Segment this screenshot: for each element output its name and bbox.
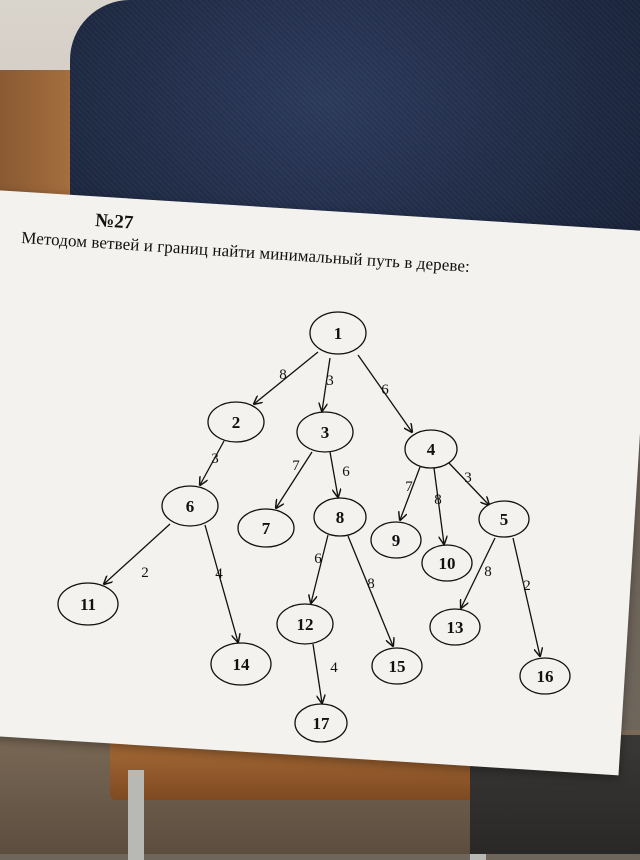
edge-weight-8-15: 8 bbox=[367, 576, 375, 592]
edge-4-9 bbox=[400, 466, 421, 520]
chair-leg bbox=[128, 770, 144, 860]
edge-4-5 bbox=[447, 461, 489, 505]
node-label: 4 bbox=[427, 440, 436, 459]
tree-node-5: 5 bbox=[478, 500, 530, 538]
edge-weight-3-8: 6 bbox=[342, 464, 350, 480]
edge-6-14 bbox=[204, 524, 238, 642]
tree-node-1: 1 bbox=[309, 311, 367, 355]
node-circle bbox=[296, 411, 354, 453]
node-circle bbox=[207, 401, 265, 443]
tree-node-10: 10 bbox=[421, 544, 473, 582]
edge-3-7 bbox=[276, 451, 313, 508]
node-circle bbox=[161, 485, 219, 527]
tree-node-4: 4 bbox=[404, 429, 458, 469]
node-circle bbox=[478, 500, 530, 538]
edge-weight-8-12: 6 bbox=[314, 551, 322, 567]
edge-weight-12-17: 4 bbox=[330, 660, 338, 676]
tree-node-16: 16 bbox=[519, 657, 571, 695]
node-label: 7 bbox=[262, 519, 271, 538]
edge-1-3 bbox=[322, 357, 331, 411]
node-label: 9 bbox=[392, 531, 401, 550]
edge-weight-4-5: 3 bbox=[464, 470, 472, 486]
node-circle bbox=[429, 608, 481, 646]
tree-node-14: 14 bbox=[210, 642, 272, 686]
edge-5-16 bbox=[512, 537, 540, 656]
node-circle bbox=[210, 642, 272, 686]
edge-1-4 bbox=[357, 354, 412, 432]
node-circle bbox=[57, 582, 119, 626]
edge-8-15 bbox=[347, 535, 393, 646]
tree-node-15: 15 bbox=[371, 647, 423, 685]
edge-weight-1-4: 6 bbox=[381, 382, 389, 398]
tree-node-13: 13 bbox=[429, 608, 481, 646]
node-circle bbox=[294, 703, 348, 743]
tree-node-8: 8 bbox=[313, 497, 367, 537]
edge-5-13 bbox=[461, 537, 496, 608]
node-circle bbox=[237, 508, 295, 548]
node-circle bbox=[519, 657, 571, 695]
tree-node-6: 6 bbox=[161, 485, 219, 527]
edge-8-12 bbox=[311, 534, 329, 603]
edge-weight-1-2: 8 bbox=[279, 367, 287, 383]
tree-node-9: 9 bbox=[370, 521, 422, 559]
node-label: 1 bbox=[334, 324, 343, 343]
node-circle bbox=[309, 311, 367, 355]
edge-weight-6-11: 2 bbox=[141, 565, 149, 581]
edge-weight-5-13: 8 bbox=[484, 564, 492, 580]
node-circle bbox=[313, 497, 367, 537]
tree-node-3: 3 bbox=[296, 411, 354, 453]
node-label: 12 bbox=[297, 615, 314, 634]
edge-weight-2-6: 3 bbox=[211, 451, 219, 467]
edge-1-2 bbox=[254, 351, 319, 404]
node-label: 15 bbox=[389, 657, 406, 676]
node-circle bbox=[370, 521, 422, 559]
edge-3-8 bbox=[329, 451, 338, 497]
node-label: 3 bbox=[321, 423, 330, 442]
edge-4-10 bbox=[433, 467, 444, 544]
edge-6-11 bbox=[104, 523, 171, 584]
node-circle bbox=[421, 544, 473, 582]
edge-2-6 bbox=[200, 440, 225, 485]
node-circle bbox=[276, 603, 334, 645]
edge-weight-4-9: 7 bbox=[405, 479, 413, 495]
node-label: 6 bbox=[186, 497, 195, 516]
node-circle bbox=[404, 429, 458, 469]
edge-12-17 bbox=[312, 643, 322, 703]
node-label: 17 bbox=[313, 714, 331, 733]
node-label: 16 bbox=[537, 667, 554, 686]
tree-node-7: 7 bbox=[237, 508, 295, 548]
edge-weight-3-7: 7 bbox=[292, 458, 300, 474]
node-label: 13 bbox=[447, 618, 464, 637]
tree-node-2: 2 bbox=[207, 401, 265, 443]
chair-back bbox=[0, 70, 80, 210]
node-circle bbox=[371, 647, 423, 685]
node-label: 2 bbox=[232, 413, 241, 432]
node-label: 14 bbox=[233, 655, 251, 674]
edge-weight-1-3: 3 bbox=[326, 373, 334, 389]
tree-node-17: 17 bbox=[294, 703, 348, 743]
node-label: 5 bbox=[500, 510, 509, 529]
tree-node-11: 11 bbox=[57, 582, 119, 626]
edge-weight-5-16: 2 bbox=[523, 578, 531, 594]
node-label: 10 bbox=[439, 554, 456, 573]
node-label: 8 bbox=[336, 508, 345, 527]
tree-node-12: 12 bbox=[276, 603, 334, 645]
node-label: 11 bbox=[80, 595, 96, 614]
edge-weight-6-14: 4 bbox=[215, 566, 223, 582]
edge-weight-4-10: 8 bbox=[434, 492, 442, 508]
